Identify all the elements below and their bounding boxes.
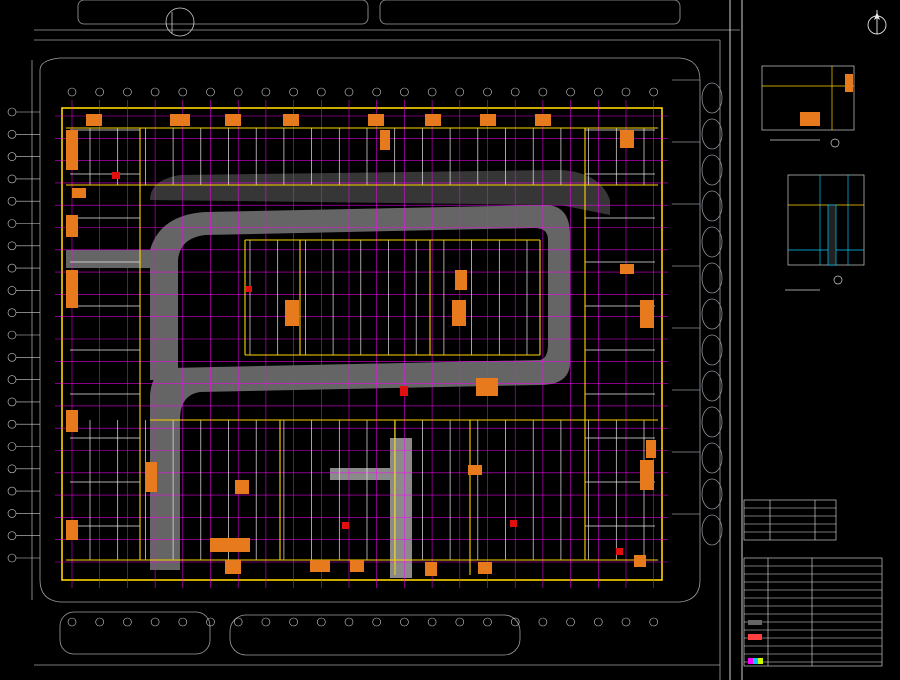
sheet-border xyxy=(729,0,743,680)
axis-bubble xyxy=(233,617,243,627)
axis-bubble xyxy=(510,617,520,627)
axis-bubble xyxy=(7,286,17,295)
parking-island xyxy=(701,478,723,510)
axis-bubble xyxy=(400,617,409,627)
parking-island xyxy=(701,298,723,330)
axis-bubbles-left xyxy=(7,107,40,563)
axis-bubble xyxy=(178,87,188,97)
parking-islands xyxy=(672,79,723,546)
parking-island xyxy=(701,154,723,186)
axis-bubble xyxy=(566,87,575,97)
site-marker xyxy=(165,7,195,37)
axis-bubble xyxy=(400,87,409,97)
axis-bubble xyxy=(621,87,631,97)
detail-section-1 xyxy=(761,65,855,148)
axis-bubble xyxy=(7,486,17,496)
axis-bubble xyxy=(7,397,17,407)
axis-bubble xyxy=(538,87,548,97)
axis-bubble xyxy=(7,330,17,340)
axis-bubble xyxy=(95,87,104,97)
axis-bubble xyxy=(7,442,17,451)
axis-bubble xyxy=(206,617,215,627)
axis-bubble xyxy=(178,617,188,627)
parking-island xyxy=(701,334,723,366)
axis-bubble xyxy=(316,617,326,627)
axis-bubble xyxy=(372,617,382,627)
axis-bubble xyxy=(150,617,160,627)
parking-island xyxy=(701,370,723,402)
axis-bubble xyxy=(344,87,354,97)
detail-section-2 xyxy=(785,174,865,291)
axis-bubble xyxy=(593,617,603,627)
axis-bubble xyxy=(7,419,17,429)
axis-bubble xyxy=(7,263,17,273)
axis-bubble xyxy=(150,87,160,97)
axis-bubble xyxy=(7,196,17,206)
axis-bubbles-bottom xyxy=(67,617,659,627)
axis-bubble xyxy=(344,617,354,627)
axis-bubble xyxy=(7,308,17,318)
axis-bubbles-top xyxy=(67,87,659,97)
axis-bubble xyxy=(7,553,17,563)
axis-bubble xyxy=(7,152,17,161)
axis-bubble xyxy=(427,617,437,627)
axis-bubble xyxy=(7,219,17,228)
axis-bubble xyxy=(289,617,298,627)
axis-bubble xyxy=(566,617,575,627)
axis-bubble xyxy=(316,87,326,97)
axis-bubble xyxy=(261,617,271,627)
axis-bubble xyxy=(538,617,548,627)
axis-bubble xyxy=(7,464,17,474)
parking-island xyxy=(701,82,723,114)
axis-bubble xyxy=(67,87,77,97)
parking-island xyxy=(701,190,723,222)
axis-bubble xyxy=(593,87,603,97)
axis-bubble xyxy=(233,87,243,97)
axis-bubble xyxy=(649,617,659,627)
parking-island xyxy=(701,226,723,258)
axis-bubble xyxy=(7,107,17,117)
axis-bubble xyxy=(621,617,631,627)
legend-swatches xyxy=(748,620,763,664)
parking-island xyxy=(701,514,723,546)
parking-island xyxy=(701,118,723,150)
axis-bubble xyxy=(7,130,17,139)
axis-bubble xyxy=(261,87,271,97)
parking-island xyxy=(701,262,723,294)
axis-bubble xyxy=(510,87,520,97)
axis-bubble xyxy=(289,87,298,97)
axis-bubble xyxy=(67,617,77,627)
structural-walls xyxy=(66,127,658,575)
stair-cores xyxy=(66,114,656,576)
axis-bubble xyxy=(483,617,492,627)
axis-bubble xyxy=(455,617,465,627)
axis-bubble xyxy=(123,87,132,97)
axis-bubble xyxy=(483,87,492,97)
axis-bubble xyxy=(7,375,17,384)
north-arrow-icon xyxy=(867,10,887,35)
axis-bubble xyxy=(206,87,215,97)
site-boundary xyxy=(31,0,740,680)
axis-bubble xyxy=(123,617,132,627)
column-grid xyxy=(55,100,668,588)
equipment-markers xyxy=(112,172,623,555)
axis-bubble xyxy=(7,531,17,541)
axis-bubble xyxy=(7,241,17,251)
axis-bubble xyxy=(372,87,382,97)
axis-bubble xyxy=(95,617,104,627)
parking-island xyxy=(701,406,723,438)
parking-island xyxy=(701,442,723,474)
axis-bubble xyxy=(455,87,465,97)
legend-table-main xyxy=(743,557,883,667)
axis-bubble xyxy=(7,352,17,362)
axis-bubble xyxy=(427,87,437,97)
legend-table-small xyxy=(743,499,837,541)
axis-bubble xyxy=(7,174,17,184)
axis-bubble xyxy=(7,509,17,518)
axis-bubble xyxy=(649,87,659,97)
